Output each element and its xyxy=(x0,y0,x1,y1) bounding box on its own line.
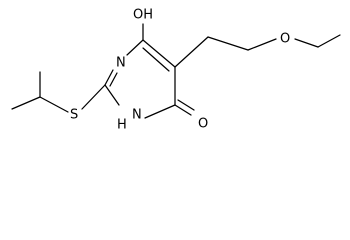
amide-hydrogen-label: H xyxy=(117,118,127,133)
bond-n1-c2 xyxy=(104,69,114,86)
bond-ch2a-ch2b xyxy=(207,36,249,51)
ether-oxygen-label: O xyxy=(280,32,290,47)
sulfur-label: S xyxy=(70,108,78,123)
hydroxyl-label: OH xyxy=(133,8,153,23)
bond-c6-n1 xyxy=(126,39,144,56)
bond-c4-o xyxy=(174,104,192,116)
bond-c2-s xyxy=(81,84,106,110)
bond-c5-ch2a xyxy=(174,36,209,68)
ring-nitrogen-bottom-label: N xyxy=(132,108,142,123)
bond-c2-n3 xyxy=(104,84,120,106)
bond-c5-c6 xyxy=(142,39,176,68)
bond-ch-me1 xyxy=(11,96,41,110)
bond-o-ch2c xyxy=(294,38,319,48)
bond-n1-c2-inner xyxy=(109,72,118,87)
carbonyl-oxygen-label: O xyxy=(198,117,208,132)
bond-c5-c6-inner xyxy=(142,47,170,72)
bond-s-ch xyxy=(39,96,69,113)
bond-c4-o-inner xyxy=(177,99,195,111)
bond-n3-c4 xyxy=(144,104,176,119)
molecule-structure: OH N N H O S O xyxy=(11,8,341,133)
molecule-canvas: OH N N H O S O xyxy=(11,7,341,133)
bond-ch2b-o xyxy=(247,38,277,51)
ring-nitrogen-top-label: N xyxy=(116,56,126,71)
bond-ch2c-ch3 xyxy=(317,34,341,48)
